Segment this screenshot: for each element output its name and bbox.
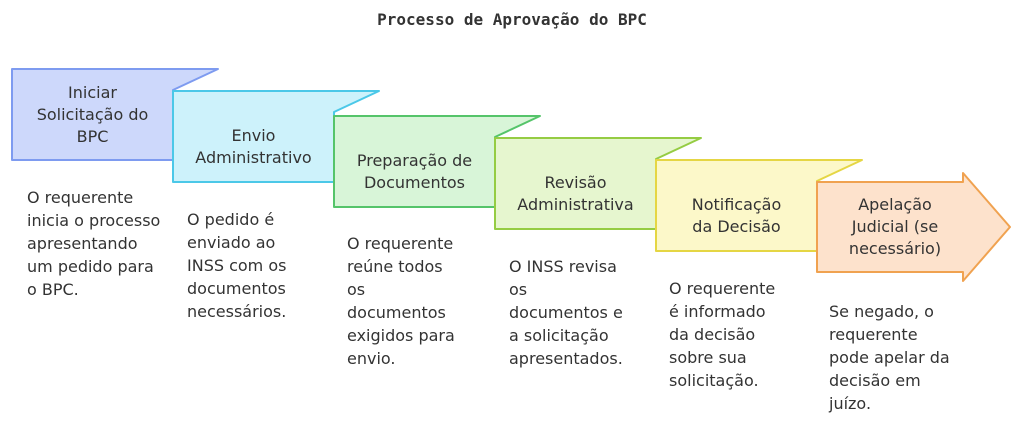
- step-description-revisao-administrativa: O INSS revisa os documentos e a solicita…: [509, 257, 623, 368]
- step-label-notificacao-decisao: Notificação da Decisão: [691, 195, 782, 236]
- step-label-iniciar-solicitacao: Iniciar Solicitação do BPC: [36, 82, 149, 146]
- step-shape-apelacao-judicial: [816, 172, 1011, 282]
- diagram-title: Processo de Aprovação do BPC: [377, 10, 647, 29]
- step-label-preparacao-documentos: Preparação de Documentos: [356, 151, 473, 192]
- step-description-apelacao-judicial: Se negado, o requerente pode apelar da d…: [829, 302, 950, 413]
- step-description-notificacao-decisao: O requerente é informado da decisão sobr…: [669, 279, 776, 390]
- step-description-iniciar-solicitacao: O requerente inicia o processo apresenta…: [27, 188, 161, 299]
- step-description-envio-administrativo: O pedido é enviado ao INSS com os docume…: [187, 210, 287, 321]
- step-description-preparacao-documentos: O requerente reúne todos os documentos e…: [347, 234, 455, 368]
- step-label-envio-administrativo: Envio Administrativo: [195, 126, 312, 167]
- step-label-apelacao-judicial: Apelação Judicial (se necessário): [848, 195, 942, 258]
- step-label-revisao-administrativa: Revisão Administrativa: [517, 173, 634, 214]
